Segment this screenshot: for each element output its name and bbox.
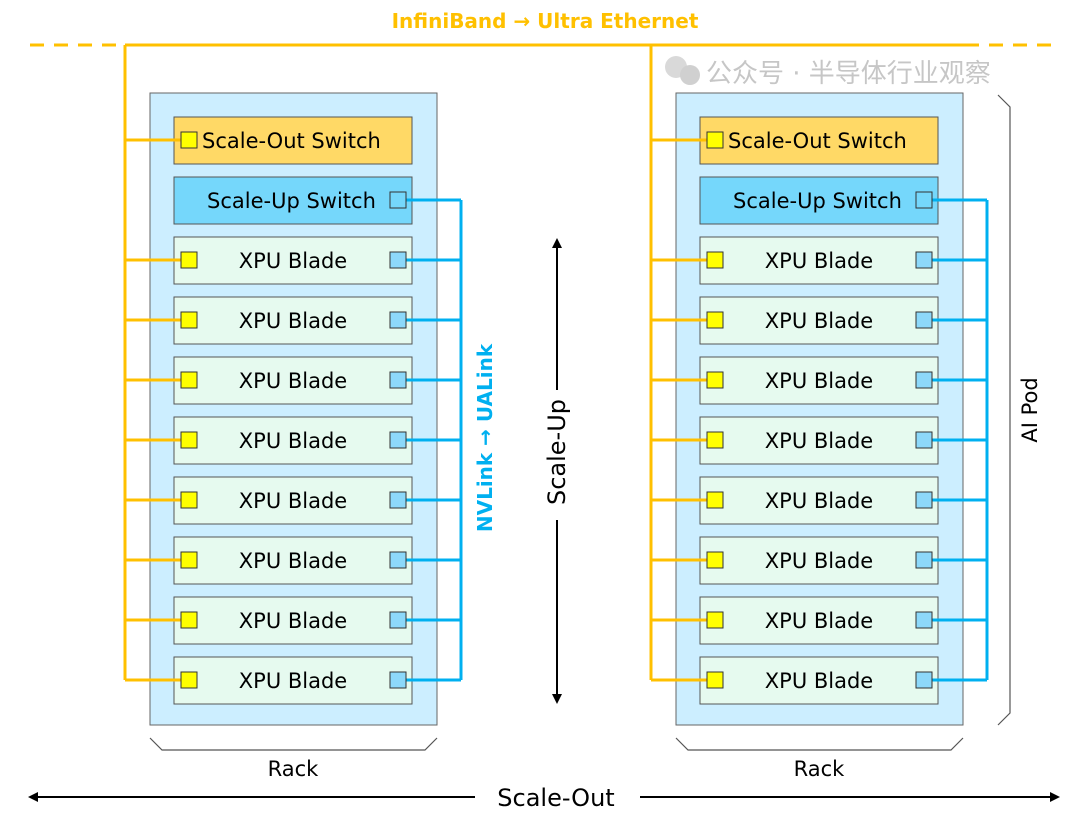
xpu-blade-label: XPU Blade: [765, 249, 873, 273]
blue-port-icon: [915, 671, 933, 689]
blue-port-icon: [915, 371, 933, 389]
xpu-blade-label: XPU Blade: [239, 249, 347, 273]
yellow-port-icon: [706, 551, 724, 569]
scale-out-switch: [699, 116, 939, 165]
watermark: 公众号 · 半导体行业观察: [665, 56, 991, 89]
xpu-blade: [173, 536, 413, 585]
scale-up-switch-label: Scale-Up Switch: [207, 189, 376, 213]
blue-port-icon: [389, 431, 407, 449]
xpu-blade-label: XPU Blade: [765, 309, 873, 333]
xpu-blade: [699, 536, 939, 585]
xpu-blade-label: XPU Blade: [239, 369, 347, 393]
xpu-blade-label: XPU Blade: [239, 429, 347, 453]
scale-out-switch-label: Scale-Out Switch: [728, 129, 907, 153]
yellow-port-icon: [706, 491, 724, 509]
yellow-port-icon: [180, 431, 198, 449]
nvlink-ualink-label: NVLink → UALink: [473, 343, 497, 532]
xpu-blade-label: XPU Blade: [239, 489, 347, 513]
xpu-blade-label: XPU Blade: [765, 669, 873, 693]
rack-label: Rack: [268, 757, 320, 781]
top-network-label: InfiniBand → Ultra Ethernet: [392, 9, 699, 33]
scale-out-label: Scale-Out: [497, 784, 614, 812]
blue-port-icon: [389, 611, 407, 629]
xpu-blade-label: XPU Blade: [765, 489, 873, 513]
xpu-blade-label: XPU Blade: [765, 609, 873, 633]
blue-port-icon: [389, 251, 407, 269]
rack-label: Rack: [794, 757, 846, 781]
xpu-blade-label: XPU Blade: [239, 309, 347, 333]
xpu-blade: [173, 236, 413, 285]
yellow-port-icon: [180, 671, 198, 689]
xpu-blade-label: XPU Blade: [239, 609, 347, 633]
blue-port-icon: [389, 491, 407, 509]
xpu-blade: [173, 476, 413, 525]
blue-port-icon: [389, 671, 407, 689]
yellow-port-icon: [180, 251, 198, 269]
yellow-port-icon: [706, 611, 724, 629]
yellow-port-icon: [180, 491, 198, 509]
blue-port-icon: [915, 551, 933, 569]
xpu-blade-label: XPU Blade: [239, 669, 347, 693]
yellow-port-icon: [706, 131, 724, 149]
blue-port-icon: [915, 611, 933, 629]
blue-port-icon: [389, 311, 407, 329]
scale-up-switch-label: Scale-Up Switch: [733, 189, 902, 213]
yellow-port-icon: [706, 311, 724, 329]
yellow-port-icon: [706, 671, 724, 689]
xpu-blade: [173, 416, 413, 465]
scale-out-switch-label: Scale-Out Switch: [202, 129, 381, 153]
blue-port-icon: [389, 551, 407, 569]
xpu-blade-label: XPU Blade: [765, 429, 873, 453]
yellow-port-icon: [706, 431, 724, 449]
xpu-blade-label: XPU Blade: [765, 369, 873, 393]
yellow-port-icon: [706, 371, 724, 389]
ai-pod-label: AI Pod: [1018, 377, 1042, 442]
yellow-port-icon: [180, 131, 198, 149]
scale-up-label: Scale-Up: [543, 399, 571, 505]
watermark-text: 公众号 · 半导体行业观察: [706, 59, 991, 89]
blue-port-icon: [389, 191, 407, 209]
xpu-blade: [699, 416, 939, 465]
xpu-blade: [699, 596, 939, 645]
yellow-port-icon: [180, 371, 198, 389]
yellow-port-icon: [180, 611, 198, 629]
blue-port-icon: [389, 371, 407, 389]
blue-port-icon: [915, 491, 933, 509]
scale-up-switch: [699, 176, 939, 225]
xpu-blade: [699, 656, 939, 705]
yellow-port-icon: [706, 251, 724, 269]
ai-pod-brace: [997, 94, 1011, 726]
xpu-blade-label: XPU Blade: [239, 549, 347, 573]
yellow-port-icon: [180, 311, 198, 329]
xpu-blade: [173, 656, 413, 705]
xpu-blade: [173, 596, 413, 645]
rack-brace: [675, 737, 964, 751]
blue-port-icon: [915, 191, 933, 209]
xpu-blade-label: XPU Blade: [765, 549, 873, 573]
blue-port-icon: [915, 251, 933, 269]
rack-brace: [149, 737, 438, 751]
yellow-port-icon: [180, 551, 198, 569]
blue-port-icon: [915, 311, 933, 329]
blue-port-icon: [915, 431, 933, 449]
